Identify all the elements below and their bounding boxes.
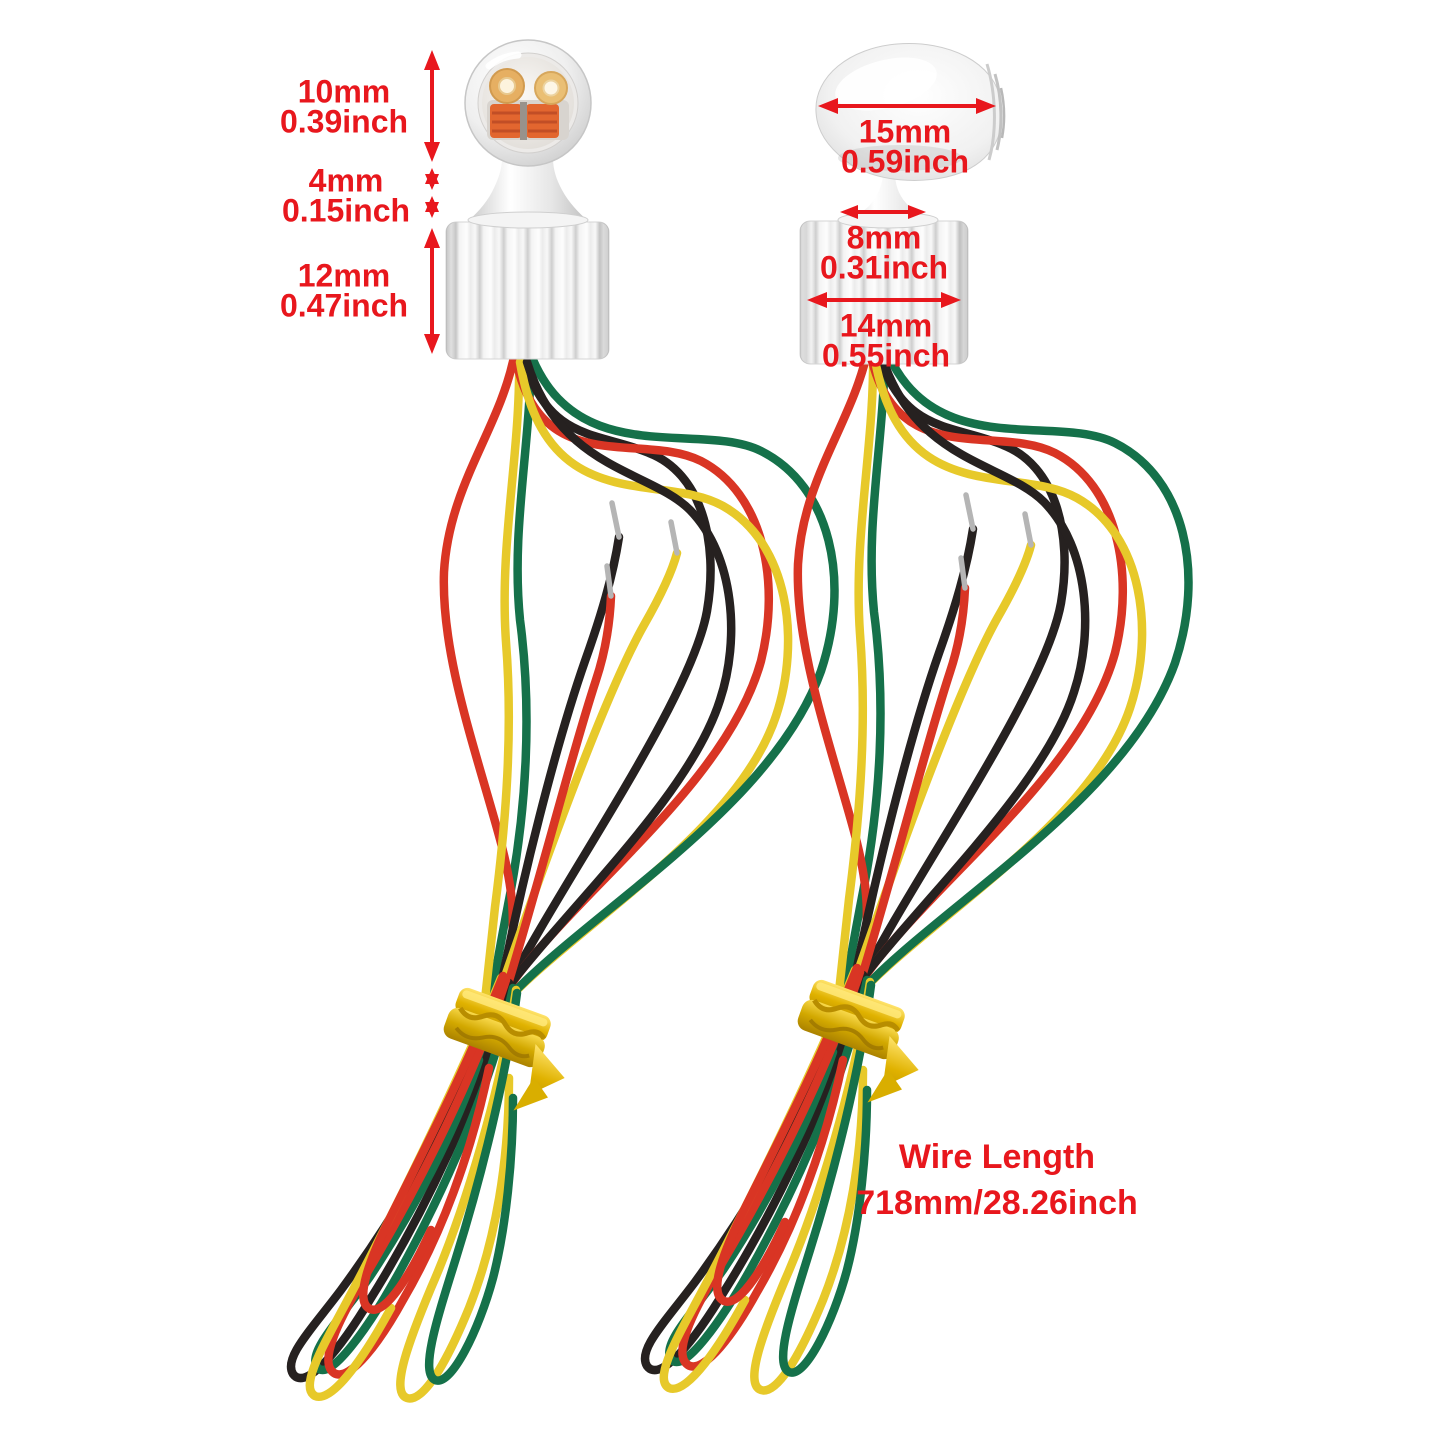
dimension-label-base-width: 14mm 0.55inch	[821, 307, 951, 374]
gold-twist-tie	[443, 987, 565, 1111]
dim-mm: 15mm	[858, 113, 952, 150]
dim-inch: 0.31inch	[819, 250, 949, 286]
dim-inch: 0.59inch	[840, 144, 970, 180]
left-turn-signal	[445, 39, 610, 360]
dim-mm: 8mm	[846, 219, 922, 256]
wire-bundle-left	[286, 352, 839, 1403]
left-signal-neck	[468, 158, 588, 221]
wire-length-title: Wire Length	[898, 1138, 1096, 1177]
dimension-label-neck-height: 4mm 0.15inch	[281, 162, 411, 229]
wire-length-value: 718mm/28.26inch	[856, 1184, 1138, 1222]
dim-mm: 14mm	[839, 307, 933, 344]
dimension-arrows	[424, 50, 996, 354]
dim-inch: 0.39inch	[279, 104, 409, 140]
dim-inch: 0.15inch	[281, 193, 411, 229]
dim-mm: 4mm	[308, 162, 384, 199]
dim-inch: 0.55inch	[821, 338, 951, 374]
dim-mm: 12mm	[297, 257, 391, 294]
wire-length-label: Wire Length 718mm/28.26inch	[856, 1135, 1138, 1227]
dimension-label-neck-width: 8mm 0.31inch	[819, 219, 949, 286]
dimension-label-head-height: 10mm 0.39inch	[279, 73, 409, 140]
dimension-label-base-height: 12mm 0.47inch	[279, 257, 409, 324]
dim-inch: 0.47inch	[279, 288, 409, 324]
dimension-label-head-width: 15mm 0.59inch	[840, 113, 970, 180]
dim-mm: 10mm	[297, 73, 391, 110]
